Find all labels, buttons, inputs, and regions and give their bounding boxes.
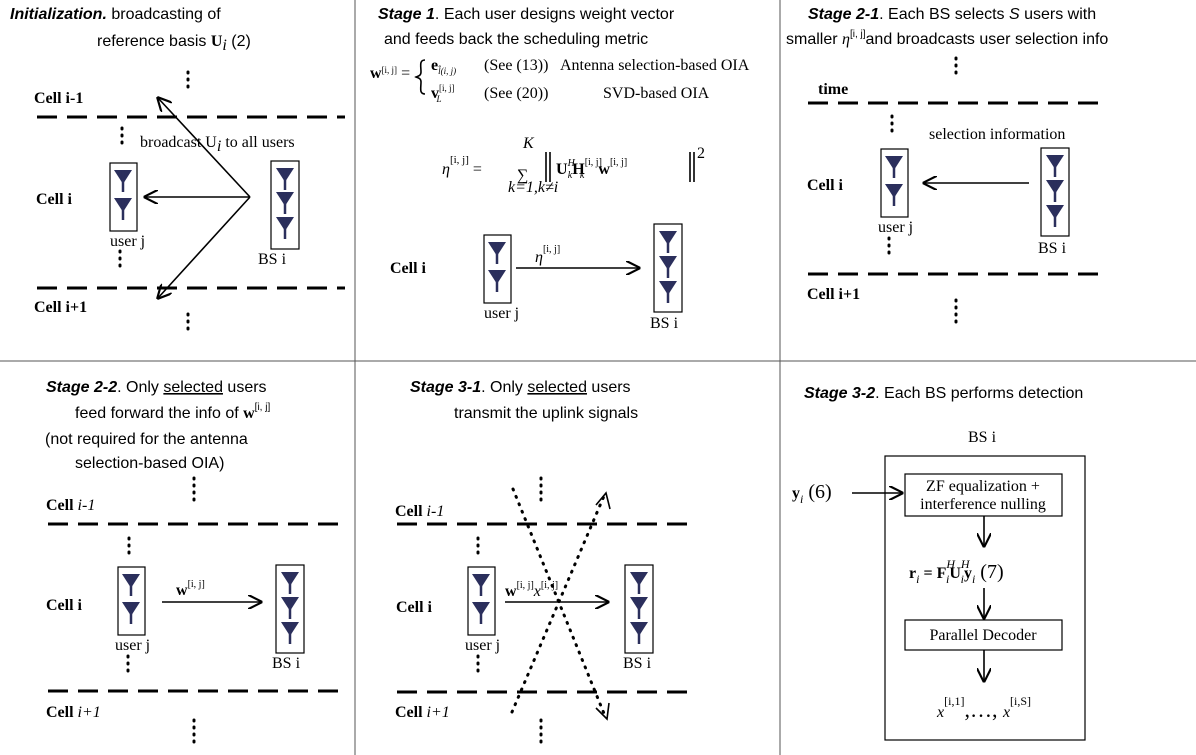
init-line2: reference basis Ui (2) (97, 33, 251, 54)
s31-line2: transmit the uplink signals (454, 405, 638, 422)
s32-decoder-box (904, 619, 1063, 651)
s21-cell-label: Cell i (807, 177, 844, 194)
s1-cell-label: Cell i (390, 260, 427, 277)
s31-arrow-label: w[i, j]x[i, j] (505, 580, 558, 600)
s1-user-label: user j (484, 305, 519, 322)
cell-label-bottom: Cell i+1 (34, 299, 87, 316)
svg-text:(See (13)): (See (13)) (484, 57, 548, 74)
s31-cell-label: Cell i (396, 599, 433, 616)
s1-title: Stage 1. Each user designs weight vector (378, 6, 675, 23)
s31-arrowhead-up (595, 491, 611, 510)
svg-text:K: K (522, 135, 535, 152)
arrow-to-cell-above (158, 98, 251, 198)
s32-output-label: x[i,1],…, x[i,S] (936, 694, 1031, 722)
s31-arrowhead-down (595, 702, 610, 721)
s22-title: Stage 2-2. Only selected users (46, 379, 267, 396)
s22-bs-label: BS i (272, 655, 301, 672)
s21-title: Stage 2-1. Each BS selects S users with (808, 6, 1096, 23)
svg-text:η[i, j] =: η[i, j] = (442, 154, 482, 178)
s21-selection-label: selection information (929, 126, 1065, 143)
s22-cell-bottom: Cell i+1 (46, 704, 101, 721)
s31-cell-top: Cell i-1 (395, 503, 444, 520)
s22-cell-label: Cell i (46, 597, 83, 614)
s21-user-label: user j (878, 219, 913, 236)
s22-cell-top: Cell i-1 (46, 497, 95, 514)
s22-line4: selection-based OIA) (75, 455, 224, 472)
s32-zf-line1: ZF equalization + (926, 478, 1040, 495)
s31-bs-device (624, 564, 654, 654)
svg-text:v[i, j]L: v[i, j]L (431, 83, 455, 104)
user-device (109, 162, 138, 232)
panel-stage-2-2: Stage 2-2. Only selected users feed forw… (45, 379, 345, 747)
arrow-to-cell-below (158, 196, 251, 298)
s32-bs-title: BS i (968, 429, 997, 446)
s32-decoder-label: Parallel Decoder (929, 627, 1037, 644)
s31-user-label: user j (465, 637, 500, 654)
svg-text:(See (20)): (See (20)) (484, 85, 548, 102)
init-title: Initialization. broadcasting of (10, 6, 221, 23)
s31-cell-bottom: Cell i+1 (395, 704, 450, 721)
user-label: user j (110, 233, 145, 250)
s22-user-label: user j (115, 637, 150, 654)
s32-input-label: yi (6) (792, 481, 832, 506)
s21-bs-label: BS i (1038, 240, 1067, 257)
svg-text:2: 2 (697, 145, 705, 162)
weight-vector-equation: w[i, j] = el̂(i, j) (See (13)) Antenna s… (370, 57, 750, 104)
broadcast-label: broadcast Ui to all users (140, 134, 295, 155)
brace (414, 59, 426, 95)
s31-title: Stage 3-1. Only selected users (410, 379, 631, 396)
s21-cell-bottom-label: Cell i+1 (807, 286, 860, 303)
s21-line2: smaller η[i, j]and broadcasts user selec… (786, 29, 1108, 48)
s31-interference-up (510, 494, 606, 714)
s31-user-device (467, 566, 496, 636)
s21-time-label: time (818, 81, 848, 98)
s31-bs-label: BS i (623, 655, 652, 672)
panel-stage-2-1: Stage 2-1. Each BS selects S users with … (786, 6, 1108, 327)
svg-text:el̂(i, j): el̂(i, j) (431, 57, 456, 76)
s1-bs-label: BS i (650, 315, 679, 332)
svg-text:w[i, j] =: w[i, j] = (370, 65, 410, 82)
s32-zf-line2: interference nulling (920, 496, 1046, 513)
svg-text:k=1,k≠i: k=1,k≠i (508, 179, 558, 196)
panel-stage-3-1: Stage 3-1. Only selected users transmit … (395, 379, 692, 747)
s22-arrow-label: w[i, j] (176, 579, 205, 599)
svg-text:SVD-based OIA: SVD-based OIA (603, 85, 710, 102)
panel-stage-1: Stage 1. Each user designs weight vector… (370, 6, 750, 332)
s1-bs-device (653, 223, 683, 313)
panel-initialization: Initialization. broadcasting of referenc… (10, 6, 345, 336)
s1-user-device (483, 234, 512, 304)
s1-arrow-label: η[i, j] (535, 244, 560, 266)
svg-text:∑: ∑ (517, 167, 528, 184)
s21-bs-device (1040, 147, 1070, 237)
s21-user-device (880, 148, 909, 218)
s22-bs-device (275, 564, 305, 654)
s22-line2: feed forward the info of w[i, j] (75, 402, 270, 422)
cell-label-top: Cell i-1 (34, 90, 83, 107)
s22-line3: (not required for the antenna (45, 431, 248, 448)
panel-stage-3-2: Stage 3-2. Each BS performs detection BS… (792, 385, 1086, 741)
s1-line2: and feeds back the scheduling metric (384, 31, 648, 48)
s32-title: Stage 3-2. Each BS performs detection (804, 385, 1083, 402)
bs-device (270, 160, 300, 250)
s32-zf-box (904, 473, 1063, 517)
svg-text:Antenna selection-based OIA: Antenna selection-based OIA (560, 57, 750, 74)
bs-label: BS i (258, 251, 287, 268)
cell-label-mid: Cell i (36, 191, 73, 208)
s22-user-device (117, 566, 146, 636)
